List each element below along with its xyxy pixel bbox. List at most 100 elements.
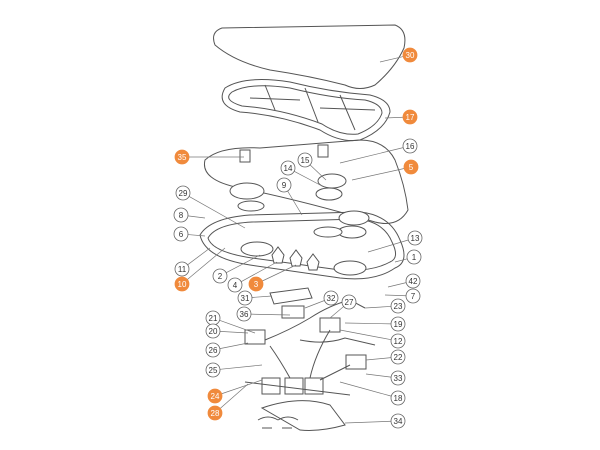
leader-line — [309, 164, 327, 181]
callout-circle — [173, 207, 189, 223]
callout-label: 22 — [394, 353, 403, 362]
callout-label: 32 — [327, 294, 336, 303]
callout-circle — [173, 226, 189, 242]
leader-line — [219, 331, 249, 334]
callout-6: 6 — [173, 226, 206, 242]
leader-line — [188, 196, 246, 229]
callout-circle — [402, 109, 418, 125]
leader-line — [294, 170, 323, 187]
callout-9: 9 — [276, 177, 303, 216]
callout-circle — [390, 413, 406, 429]
callout-3: 3 — [248, 264, 297, 292]
callout-25: 25 — [205, 362, 263, 378]
callout-23: 23 — [364, 298, 406, 314]
callout-label: 36 — [240, 310, 249, 319]
callout-label: 8 — [179, 211, 184, 220]
callout-circle — [237, 290, 253, 306]
callout-label: 18 — [394, 394, 403, 403]
callout-33: 33 — [365, 370, 406, 386]
callout-label: 34 — [394, 417, 403, 426]
callout-circle — [207, 388, 223, 404]
callout-31: 31 — [237, 290, 273, 306]
leader-line — [339, 329, 392, 341]
callout-26: 26 — [205, 342, 249, 358]
callout-30: 30 — [379, 47, 418, 63]
callout-label: 26 — [209, 346, 218, 355]
pan-support-grate — [221, 79, 391, 141]
callout-12: 12 — [339, 329, 406, 349]
callout-circle — [405, 273, 421, 289]
callout-circle — [174, 276, 190, 292]
callout-20: 20 — [205, 323, 249, 339]
callout-7: 7 — [384, 288, 421, 304]
leader-line — [339, 147, 404, 164]
callout-36: 36 — [236, 306, 291, 322]
callout-label: 12 — [394, 337, 403, 346]
leader-line — [240, 261, 278, 282]
glass-cover — [213, 24, 406, 89]
callout-circle — [227, 277, 243, 293]
leader-line — [221, 379, 263, 395]
leader-line — [365, 357, 392, 361]
callout-circle — [207, 405, 223, 421]
callout-circle — [341, 294, 357, 310]
callout-circle — [212, 268, 228, 284]
callout-label: 2 — [218, 272, 223, 281]
callout-label: 27 — [345, 298, 354, 307]
callout-label: 6 — [179, 230, 184, 239]
callout-5: 5 — [351, 159, 419, 181]
callout-circle — [406, 249, 422, 265]
gas-valves-assembly — [244, 287, 376, 431]
callout-label: 33 — [394, 374, 403, 383]
callout-circle — [403, 159, 419, 175]
callout-18: 18 — [339, 381, 406, 406]
callout-circle — [390, 349, 406, 365]
callout-label: 30 — [406, 51, 415, 60]
callout-1: 1 — [394, 249, 422, 265]
callout-label: 7 — [411, 292, 416, 301]
leader-line — [187, 247, 226, 280]
cooktop-top-plate — [203, 139, 409, 224]
leader-line — [304, 300, 325, 309]
leader-line — [187, 234, 206, 237]
leader-line — [187, 247, 211, 266]
callout-8: 8 — [173, 207, 206, 223]
callout-circle — [205, 323, 221, 339]
callout-circle — [390, 333, 406, 349]
callout-label: 3 — [254, 280, 259, 289]
callout-label: 4 — [233, 281, 238, 290]
callout-label: 17 — [406, 113, 415, 122]
callout-label: 13 — [411, 234, 420, 243]
callout-circle — [390, 316, 406, 332]
callout-27: 27 — [329, 294, 357, 319]
callout-29: 29 — [175, 185, 246, 229]
leader-line — [379, 56, 404, 63]
callout-label: 20 — [209, 327, 218, 336]
leader-line — [344, 322, 392, 325]
leader-line — [344, 420, 392, 424]
callout-circle — [280, 160, 296, 176]
burners — [229, 144, 370, 276]
callout-label: 15 — [301, 156, 310, 165]
callout-17: 17 — [384, 109, 418, 125]
leader-line — [384, 294, 407, 297]
callout-11: 11 — [174, 247, 211, 277]
leader-line — [351, 168, 405, 181]
leader-line — [226, 254, 261, 274]
leader-line — [251, 295, 273, 298]
callout-label: 25 — [209, 366, 218, 375]
leader-line — [384, 116, 404, 119]
leader-line — [365, 373, 392, 378]
callout-circle — [174, 149, 190, 165]
callout-circle — [390, 298, 406, 314]
callout-2: 2 — [212, 254, 261, 284]
callout-label: 21 — [209, 314, 218, 323]
callout-19: 19 — [344, 316, 406, 332]
callout-circle — [390, 390, 406, 406]
callout-4: 4 — [227, 261, 278, 293]
callout-35: 35 — [174, 149, 244, 165]
callout-32: 32 — [304, 290, 339, 309]
leader-line — [219, 342, 249, 349]
leader-line — [339, 381, 392, 397]
